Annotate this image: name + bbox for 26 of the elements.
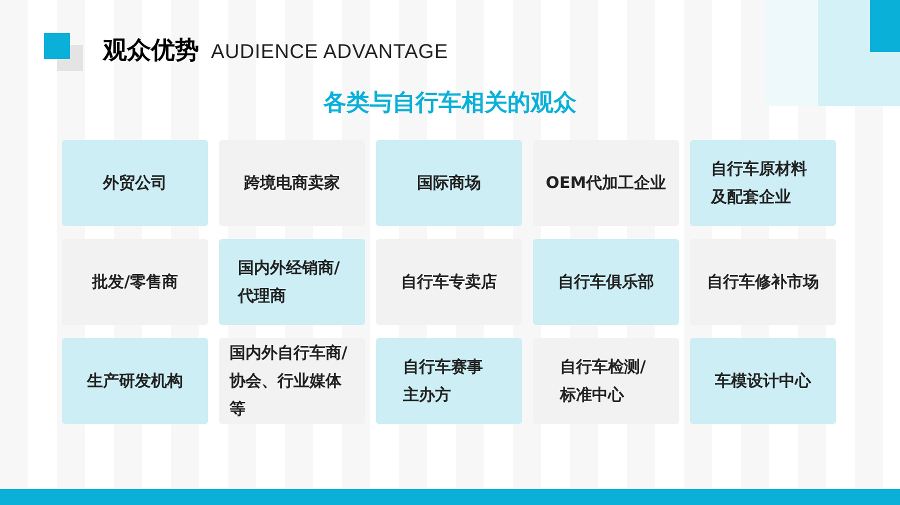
- category-label: 自行车检测/标准中心: [560, 356, 647, 406]
- category-label: 国际商场: [417, 172, 481, 194]
- section-heading: 各类与自行车相关的观众: [324, 89, 576, 118]
- subtitle: AUDIENCE ADVANTAGE: [211, 40, 448, 65]
- category-box: [62, 338, 208, 424]
- title: 观众优势: [103, 35, 199, 66]
- category-label: 跨境电商卖家: [244, 172, 340, 194]
- category-label: 自行车专卖店: [401, 271, 497, 293]
- category-label: 自行车赛事主办方: [403, 356, 484, 406]
- category-label: 车模设计中心: [715, 370, 811, 392]
- category-box: [62, 140, 208, 226]
- category-label: 自行车俱乐部: [558, 271, 654, 293]
- category-label: 自行车原材料及配套企业: [711, 158, 808, 208]
- category-box: [376, 140, 522, 226]
- category-label: 自行车修补市场: [707, 271, 819, 293]
- category-label: 批发/零售商: [92, 271, 178, 293]
- category-box: [376, 338, 522, 424]
- category-label: OEM代加工企业: [546, 172, 666, 194]
- category-box: [690, 140, 836, 226]
- category-box: [219, 239, 365, 325]
- category-label: 生产研发机构: [87, 370, 183, 392]
- category-label: 国内外自行车商/协会、行业媒体等: [230, 342, 348, 420]
- category-label: 外贸公司: [103, 172, 167, 194]
- category-box: [690, 338, 836, 424]
- category-box: [533, 239, 679, 325]
- category-label: 国内外经销商/代理商: [238, 257, 341, 307]
